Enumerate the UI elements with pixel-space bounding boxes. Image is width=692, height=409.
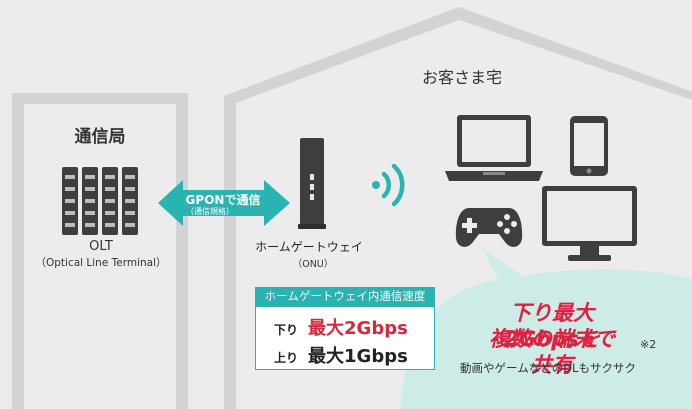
upload-speed-row: 上り 最大 1Gbps (274, 342, 408, 368)
footnote-marker: ※2 (640, 338, 657, 351)
monitor-icon (542, 186, 637, 261)
share-caption: 動画やゲームなどのDLもサクサク (460, 361, 636, 375)
upload-prefix: 最大 (308, 346, 345, 367)
home-title: お客さま宅 (421, 68, 503, 87)
download-speed-row: 下り 最大 2Gbps (274, 314, 408, 340)
speed-box: 下り 最大 2Gbps 上り 最大 1Gbps (255, 306, 435, 370)
download-value: 2Gbps (344, 318, 408, 339)
gateway-label: ホームゲートウェイ (255, 240, 363, 254)
download-key: 下り (274, 323, 299, 337)
olt-server-icon (62, 167, 138, 235)
gateway-subtitle: （ONU） (292, 259, 334, 270)
speech-bubble (400, 248, 692, 409)
game-controller-icon (455, 208, 523, 247)
download-prefix: 最大 (308, 318, 345, 339)
wifi-signal-icon (372, 163, 405, 207)
share-line-2: 複数の端末で共有 (489, 327, 615, 377)
gpon-subtitle: （通信規格） (186, 207, 234, 216)
laptop-icon (445, 115, 543, 181)
smartphone-icon (570, 116, 608, 176)
upload-value: 1Gbps (344, 346, 408, 367)
gpon-label: GPONで通信 (185, 193, 261, 207)
office-interior (24, 104, 176, 409)
gateway-router-icon (298, 138, 326, 229)
gpon-double-arrow (158, 180, 290, 226)
upload-key: 上り (274, 351, 299, 365)
office-title: 通信局 (74, 127, 126, 147)
olt-subtitle: （Optical Line Terminal） (35, 257, 167, 269)
olt-label: OLT (89, 239, 113, 254)
share-line-1: 下り最大2Gbpsを (504, 301, 600, 351)
speed-header: ホームゲートウェイ内通信速度 (255, 287, 435, 306)
